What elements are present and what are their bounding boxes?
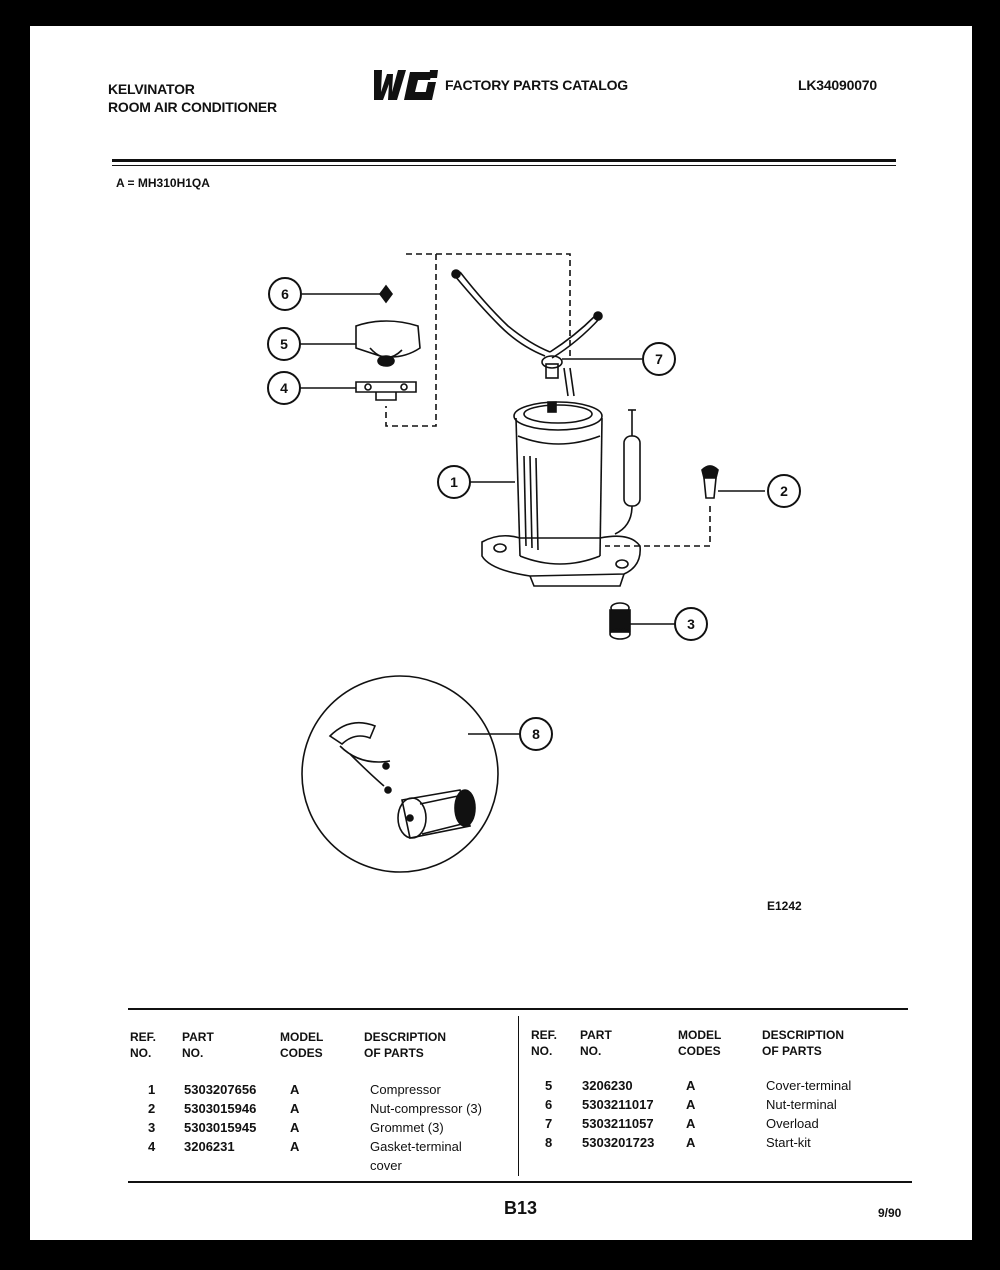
exploded-parts-diagram: 6 5 4 7 1 2 3 8 <box>267 253 801 873</box>
svg-text:8: 8 <box>532 726 540 742</box>
catalog-title: FACTORY PARTS CATALOG <box>445 77 628 93</box>
model-line: A = MH310H1QA <box>116 176 210 190</box>
figure-code: E1242 <box>767 899 802 913</box>
table-cell: 3206231 <box>184 1139 235 1154</box>
table-cell: Grommet (3) <box>370 1120 444 1135</box>
product-name: ROOM AIR CONDITIONER <box>108 99 277 115</box>
header-ref: REF.NO. <box>130 1030 157 1060</box>
catalog-number: LK34090070 <box>798 77 877 93</box>
svg-text:1: 1 <box>450 474 458 490</box>
table-cell: Nut-compressor (3) <box>370 1101 482 1116</box>
table-cell: 5303211057 <box>582 1116 654 1131</box>
left-model-column: A A A A <box>290 1081 299 1157</box>
table-cell: 5303015945 <box>184 1120 257 1135</box>
table-cell: A <box>686 1078 696 1093</box>
page-number: B13 <box>504 1198 538 1218</box>
left-ref-column: 1 2 3 4 <box>148 1081 155 1157</box>
svg-text:6: 6 <box>281 286 289 302</box>
table-cell: 4 <box>148 1139 156 1154</box>
right-ref-column: 5 6 7 8 <box>545 1077 552 1153</box>
table-cell: Cover-terminal <box>766 1078 852 1093</box>
callout-5: 5 <box>267 327 301 361</box>
brand-name: KELVINATOR <box>108 81 195 97</box>
svg-text:3: 3 <box>687 616 695 632</box>
wci-logo <box>370 68 440 102</box>
callout-2: 2 <box>767 474 801 508</box>
callout-1: 1 <box>437 465 471 499</box>
table-cell: Start-kit <box>766 1135 811 1150</box>
table-cell: A <box>290 1120 300 1135</box>
svg-text:2: 2 <box>780 483 788 499</box>
table-top-rule <box>128 1008 908 1010</box>
callout-6: 6 <box>268 277 302 311</box>
table-cell: A <box>686 1097 696 1112</box>
table-cell: A <box>290 1082 300 1097</box>
callout-7: 7 <box>642 342 676 376</box>
table-cell: 2 <box>148 1101 156 1116</box>
table-cell: 5303015946 <box>184 1101 257 1116</box>
table-cell: cover <box>370 1158 402 1173</box>
table-cell: Overload <box>766 1116 819 1131</box>
table-cell: Compressor <box>370 1082 441 1097</box>
table-cell: Nut-terminal <box>766 1097 837 1112</box>
table-bottom-rule <box>128 1181 912 1183</box>
right-part-column: 3206230 5303211017 5303211057 5303201723 <box>582 1077 654 1153</box>
print-date: 9/90 <box>878 1206 902 1220</box>
table-cell: 5303207656 <box>184 1082 257 1097</box>
callout-4: 4 <box>267 371 301 405</box>
svg-text:5: 5 <box>280 336 288 352</box>
svg-text:7: 7 <box>655 351 663 367</box>
table-cell: 7 <box>545 1116 553 1131</box>
table-cell: 3206230 <box>582 1078 633 1093</box>
catalog-page: KELVINATOR ROOM AIR CONDITIONER FACTORY … <box>30 26 972 1240</box>
callout-3: 3 <box>674 607 708 641</box>
table-cell: 6 <box>545 1097 553 1112</box>
table-cell: 5303211017 <box>582 1097 654 1112</box>
left-desc-column: Compressor Nut-compressor (3) Grommet (3… <box>370 1081 482 1176</box>
table-cell: A <box>290 1101 300 1116</box>
table-cell: A <box>686 1116 696 1131</box>
header-rule-thin <box>112 165 896 166</box>
right-model-column: A A A A <box>686 1077 695 1153</box>
callout-8: 8 <box>519 717 553 751</box>
table-cell: 5 <box>545 1078 553 1093</box>
table-cell: 3 <box>148 1120 156 1135</box>
right-desc-column: Cover-terminal Nut-terminal Overload Sta… <box>766 1077 851 1153</box>
table-divider <box>518 1016 519 1176</box>
header-rule-thick <box>112 159 896 162</box>
left-part-column: 5303207656 5303015946 5303015945 3206231 <box>184 1081 256 1157</box>
table-cell: 5303201723 <box>582 1135 655 1150</box>
table-cell: 1 <box>148 1082 156 1097</box>
table-cell: 8 <box>545 1135 553 1150</box>
table-cell: A <box>290 1139 300 1154</box>
svg-text:4: 4 <box>280 380 288 396</box>
table-cell: Gasket-terminal <box>370 1139 462 1154</box>
header-ref-right: REF.NO. <box>531 1028 558 1058</box>
table-cell: A <box>686 1135 696 1150</box>
